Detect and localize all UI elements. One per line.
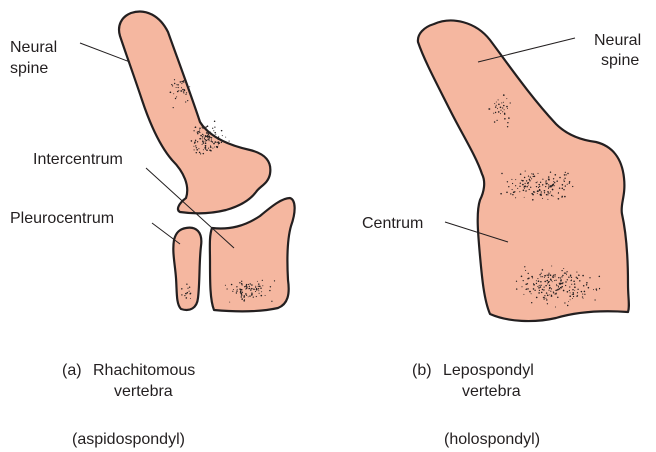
label-neural-b-line1: Neural: [594, 32, 641, 49]
caption-b-line2: vertebra: [462, 383, 521, 400]
caption-b-line1: Lepospondyl: [443, 362, 534, 379]
label-spine-b-line2: spine: [601, 52, 639, 69]
caption-b-type: (holospondyl): [444, 431, 540, 448]
rhachitomous-neural-arch: [119, 12, 270, 214]
caption-a-type: (aspidospondyl): [72, 431, 185, 448]
pleurocentrum-bone: [173, 228, 201, 310]
lepospondyl-vertebra: [418, 21, 629, 322]
caption-a-line2: vertebra: [114, 383, 173, 400]
caption-b-letter: (b): [412, 362, 432, 379]
panel-a: Neural spine Intercentrum Pleurocentrum …: [10, 12, 295, 448]
label-neural-a-line1: Neural: [10, 39, 57, 56]
label-pleurocentrum: Pleurocentrum: [10, 210, 114, 227]
panel-b: Neural spine Centrum (b) Lepospondyl ver…: [362, 21, 641, 448]
caption-a-letter: (a): [62, 362, 82, 379]
caption-a-line1: Rhachitomous: [93, 362, 195, 379]
label-spine-a-line2: spine: [10, 60, 48, 77]
label-centrum: Centrum: [362, 215, 423, 232]
label-intercentrum: Intercentrum: [33, 151, 123, 168]
